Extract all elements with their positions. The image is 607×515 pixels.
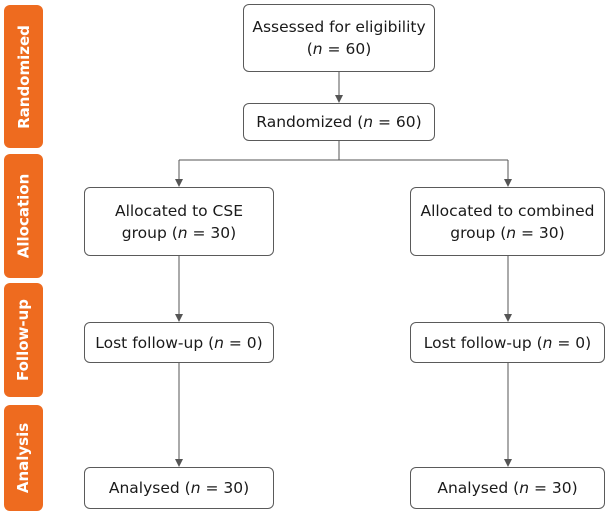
lost-cse-line: Lost follow-up (n = 0) [95,333,263,352]
assessed-line1: Assessed for eligibility [252,18,426,36]
stage-label-randomized: Randomized [14,24,33,129]
stage-label-followup: Follow-up [14,298,33,382]
alloc-combined-line1: Allocated to combined [420,201,595,220]
lost-combined-line: Lost follow-up (n = 0) [423,333,592,352]
stage-tab-allocation: Allocation [4,154,43,278]
stage-tab-randomized: Randomized [4,5,43,148]
assessed-line2: (n = 60) [306,40,372,58]
randomized-line: Randomized (n = 60) [256,113,422,131]
box-randomized: Randomized (n = 60) [243,103,435,141]
box-allocated-cse: Allocated to CSE group (n = 30) [84,187,274,256]
box-analysed-cse: Analysed (n = 30) [84,467,274,509]
box-allocated-combined: Allocated to combined group (n = 30) [410,187,605,256]
analysed-cse-line: Analysed (n = 30) [108,479,250,497]
analysed-combined-line: Analysed (n = 30) [437,479,578,497]
alloc-combined-line2: group (n = 30) [450,223,565,242]
alloc-cse-line2: group (n = 30) [121,223,237,242]
box-lost-followup-combined: Lost follow-up (n = 0) [410,322,605,363]
stage-label-analysis: Analysis [14,422,33,494]
stage-tab-followup: Follow-up [4,283,43,397]
box-assessed-for-eligibility: Assessed for eligibility (n = 60) [243,4,435,72]
box-analysed-combined: Analysed (n = 30) [410,467,605,509]
box-lost-followup-cse: Lost follow-up (n = 0) [84,322,274,363]
stage-label-allocation: Allocation [14,173,33,259]
stage-tab-analysis: Analysis [4,405,43,511]
alloc-cse-line1: Allocated to CSE [114,201,244,220]
